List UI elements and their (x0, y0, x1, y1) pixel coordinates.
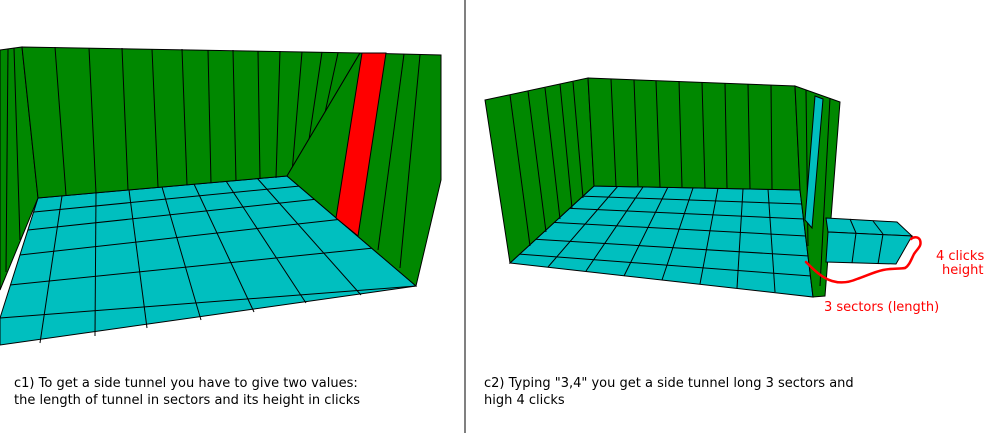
height-annotation-line1: 4 clicks (936, 249, 984, 264)
back-wall (587, 77, 801, 191)
caption-c2: c2) Typing "3,4" you get a side tunnel l… (484, 375, 924, 409)
height-annotation-line2: height (942, 263, 983, 278)
selected-sector (335, 52, 387, 237)
panel-c2-scene: 4 clicks height 3 sectors (length) (484, 77, 984, 315)
caption-c1-line1: c1) To get a side tunnel you have to giv… (14, 376, 358, 391)
length-annotation: 3 sectors (length) (824, 300, 939, 315)
side-tunnel-front (825, 231, 913, 265)
annotation-marks (804, 236, 922, 284)
caption-c2-line1: c2) Typing "3,4" you get a side tunnel l… (484, 376, 854, 391)
caption-c1-line2: the length of tunnel in sectors and its … (14, 393, 361, 408)
floor-grid (0, 177, 417, 344)
caption-c2-line2: high 4 clicks (484, 393, 565, 408)
floor-grid (517, 185, 812, 293)
panel-c1-scene (0, 46, 442, 346)
tunnel-opening (804, 95, 824, 230)
caption-c1: c1) To get a side tunnel you have to giv… (14, 375, 454, 409)
